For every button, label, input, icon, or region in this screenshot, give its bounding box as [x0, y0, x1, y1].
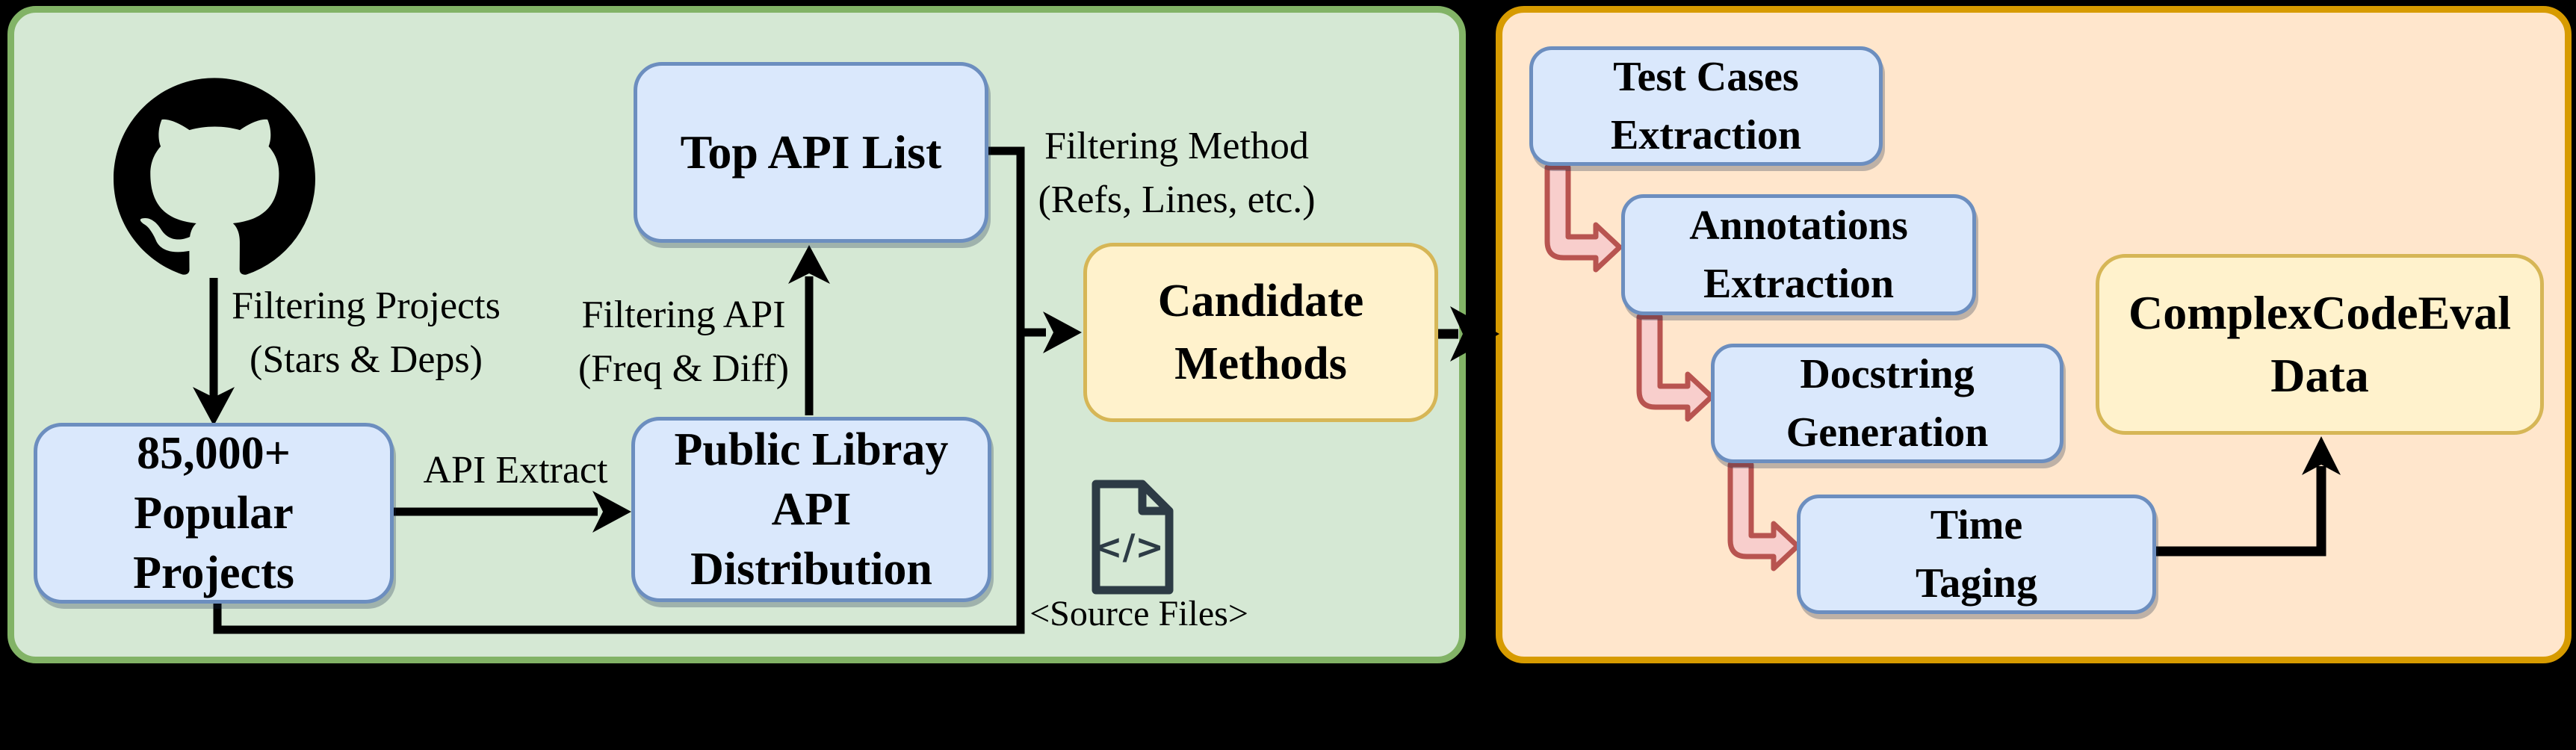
svg-text:</>: </> — [1094, 527, 1164, 567]
api-extract-label: API Extract — [423, 449, 608, 492]
filtering-api-label: Filtering API (Freq & Diff) — [534, 288, 833, 396]
filtering-method-label-line: (Refs, Lines, etc.) — [1038, 179, 1316, 221]
time-taging-box: Time Taging — [1797, 495, 2156, 614]
public-library-line: API — [771, 484, 852, 535]
candidate-methods-line: Candidate — [1157, 276, 1364, 326]
popular-projects-box: 85,000+ Popular Projects — [34, 423, 394, 604]
filtering-projects-label: Filtering Projects (Stars & Deps) — [209, 279, 523, 387]
docstring-line: Generation — [1786, 409, 1989, 456]
time-taging-line: Taging — [1916, 560, 2037, 607]
top-api-list-label: Top API List — [680, 125, 942, 179]
popular-projects-line: Popular — [134, 488, 294, 539]
filtering-method-label-line: Filtering Method — [1044, 125, 1309, 167]
source-files-caption: <Source Files> — [1030, 594, 1248, 633]
filtering-api-label-line: Filtering API — [581, 294, 786, 336]
filtering-api-label-line: (Freq & Diff) — [578, 347, 790, 390]
time-taging-line: Time — [1930, 502, 2023, 548]
test-cases-line: Test Cases — [1613, 54, 1799, 100]
public-library-line: Public Libray — [674, 424, 949, 475]
test-cases-extraction-box: Test Cases Extraction — [1529, 46, 1883, 166]
github-icon — [114, 78, 315, 275]
annotations-line: Extraction — [1703, 261, 1895, 307]
complexcodeeval-data-box: ComplexCodeEval Data — [2096, 254, 2544, 435]
popular-projects-line: 85,000+ — [137, 428, 291, 479]
public-library-line: Distribution — [690, 544, 932, 595]
public-library-box: Public Libray API Distribution — [631, 417, 991, 602]
docstring-generation-box: Docstring Generation — [1711, 344, 2063, 463]
candidate-methods-box: Candidate Methods — [1083, 243, 1438, 422]
top-api-list-box: Top API List — [634, 62, 988, 243]
test-cases-line: Extraction — [1610, 112, 1802, 158]
popular-projects-line: Projects — [133, 548, 294, 598]
candidate-methods-line: Methods — [1174, 338, 1347, 389]
filtering-projects-label-line: (Stars & Deps) — [250, 338, 483, 381]
complexcodeeval-line: Data — [2270, 349, 2369, 402]
filtering-projects-label-line: Filtering Projects — [232, 285, 501, 327]
source-file-icon: </> — [1092, 480, 1174, 595]
annotations-line: Annotations — [1689, 202, 1908, 249]
annotations-extraction-box: Annotations Extraction — [1621, 194, 1976, 315]
filtering-method-label: Filtering Method (Refs, Lines, etc.) — [1020, 120, 1334, 227]
docstring-line: Docstring — [1800, 351, 1975, 397]
complexcodeeval-line: ComplexCodeEval — [2128, 286, 2511, 339]
